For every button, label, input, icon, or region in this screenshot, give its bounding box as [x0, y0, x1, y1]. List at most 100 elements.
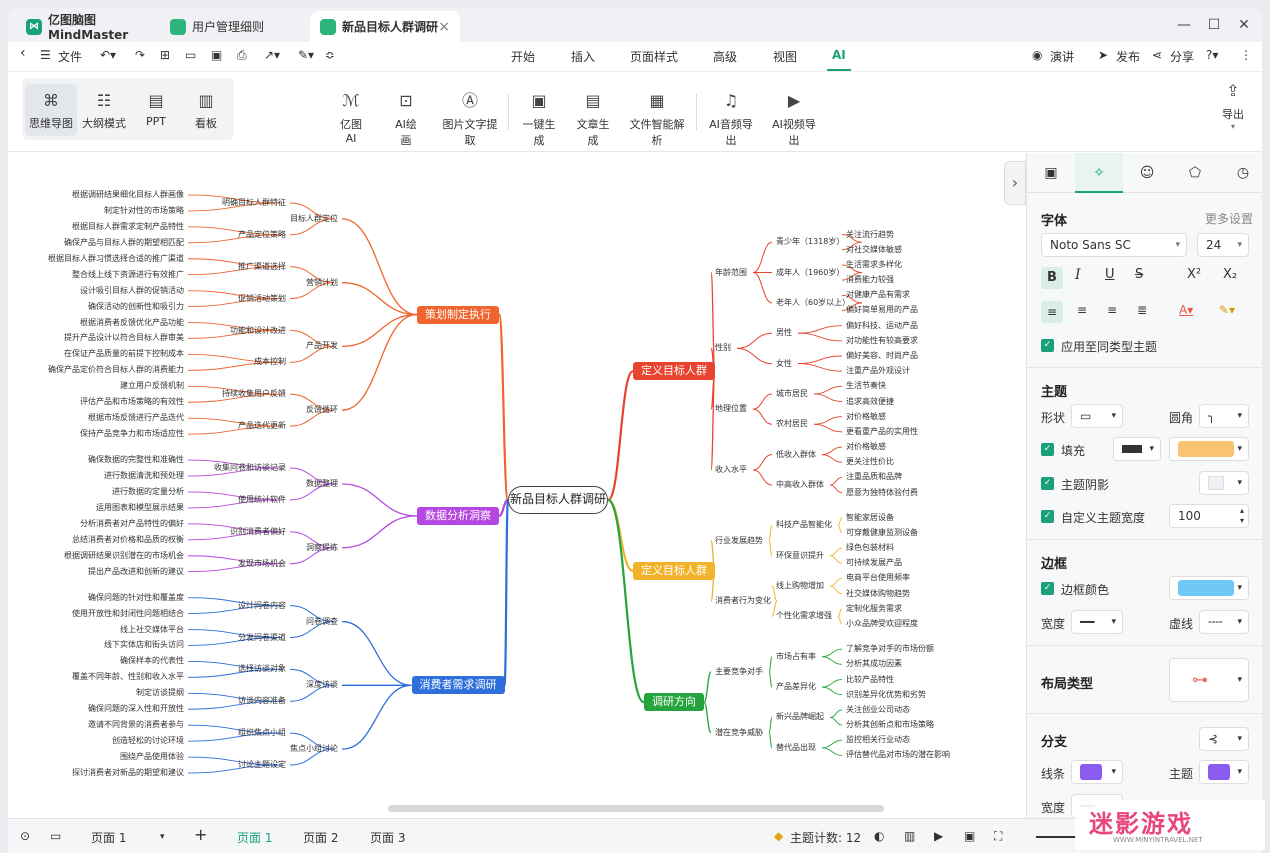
align-left-icon[interactable]: ≡	[1041, 301, 1063, 323]
leaf-topic[interactable]: 对健康产品有需求	[846, 290, 910, 300]
leaf-topic[interactable]: 设计吸引目标人群的促销活动	[80, 285, 184, 295]
leaf-topic[interactable]: 根据消费者反馈优化产品功能	[80, 317, 184, 327]
view-kanban-button[interactable]: ▥看板	[180, 84, 232, 136]
subtopic-level2[interactable]: 产品开发	[306, 341, 338, 351]
subtopic-level3[interactable]: 讨论主题设定	[238, 760, 286, 770]
subtopic-level3[interactable]: 中高收入群体	[776, 480, 824, 489]
page-selector[interactable]: 页面 1	[91, 831, 127, 845]
more-icon[interactable]: ≎	[325, 48, 336, 62]
leaf-topic[interactable]: 使用开放性和封闭性问题相结合	[72, 608, 184, 618]
leaf-topic[interactable]: 确保问题的深入性和开放性	[88, 704, 184, 714]
leaf-topic[interactable]: 对价格敏感	[846, 442, 886, 452]
panel-tab-emoji-icon[interactable]: ☺	[1139, 165, 1155, 181]
border-dash-select[interactable]: ╌╌▾	[1199, 610, 1249, 634]
subtopic-level2[interactable]: 性别	[715, 343, 731, 353]
leaf-topic[interactable]: 根据调研结果细化目标人群画像	[72, 189, 184, 199]
shadow-select[interactable]: ▾	[1199, 471, 1249, 495]
leaf-topic[interactable]: 确保产品与目标人群的期望相匹配	[64, 237, 184, 247]
leaf-topic[interactable]: 偏好简单易用的产品	[846, 305, 918, 315]
corner-select[interactable]: ╮▾	[1199, 404, 1249, 428]
subtopic-level2[interactable]: 问卷调查	[306, 616, 338, 626]
ai-video-export-button[interactable]: ▶AI视频导出	[768, 92, 820, 148]
leaf-topic[interactable]: 进行数据清洗和预处理	[104, 471, 184, 481]
subtopic-level2[interactable]: 收入水平	[715, 464, 747, 474]
subtopic-level2[interactable]: 营销计划	[306, 277, 338, 287]
leaf-topic[interactable]: 确保数据的完整性和准确性	[88, 455, 184, 465]
fill-checkbox[interactable]: ✓	[1041, 443, 1054, 456]
subtopic-level3[interactable]: 线上购物增加	[776, 581, 824, 591]
panel-collapse-button[interactable]: ›	[1004, 161, 1026, 205]
tab-user-rules[interactable]: 用户管理细则	[160, 11, 308, 42]
subtopic-level2[interactable]: 反馈循环	[306, 405, 338, 415]
subtopic-level3[interactable]: 农村居民	[776, 419, 808, 429]
page-tab-2[interactable]: 页面 2	[303, 831, 339, 845]
panel-tab-page-icon[interactable]: ▣	[1044, 165, 1058, 181]
subtopic-level3[interactable]: 收集问卷和访谈记录	[214, 463, 286, 473]
tab-page-style[interactable]: 页面样式	[630, 50, 679, 64]
page-tab-1[interactable]: 页面 1	[237, 831, 273, 845]
leaf-topic[interactable]: 生活节奏快	[846, 381, 886, 391]
new-file-icon[interactable]: ⊞	[160, 48, 171, 62]
play-icon[interactable]: ▶	[934, 829, 944, 843]
help-icon[interactable]: ?▾	[1206, 48, 1219, 62]
article-generate-button[interactable]: ▤文章生成	[572, 92, 614, 148]
subtopic-level3[interactable]: 市场占有率	[776, 651, 816, 661]
leaf-topic[interactable]: 确保产品定价符合目标人群的消费能力	[48, 365, 184, 375]
leaf-topic[interactable]: 根据市场反馈进行产品迭代	[88, 413, 184, 423]
tab-start[interactable]: 开始	[511, 50, 536, 64]
leaf-topic[interactable]: 智能家居设备	[846, 512, 894, 522]
width-stepper[interactable]: 100▴▾	[1169, 504, 1249, 528]
leaf-topic[interactable]: 围绕产品使用体验	[120, 752, 184, 762]
view-outline-button[interactable]: ☷大纲模式	[78, 84, 130, 136]
font-family-select[interactable]: Noto Sans SC▾	[1041, 233, 1187, 257]
subtopic-level3[interactable]: 个性化需求增强	[776, 611, 832, 621]
leaf-topic[interactable]: 对功能性有较高要求	[846, 335, 918, 345]
subtopic-level2[interactable]: 目标人群定位	[290, 213, 338, 223]
minimize-icon[interactable]: —	[1177, 17, 1191, 33]
leaf-topic[interactable]: 分析消费者对产品特性的偏好	[80, 518, 184, 528]
main-topic[interactable]: 定义目标人群	[633, 362, 715, 381]
leaf-topic[interactable]: 定制化服务需求	[846, 603, 902, 613]
border-width-select[interactable]: ━━▾	[1071, 610, 1123, 634]
subtopic-level3[interactable]: 设计问卷内容	[238, 600, 286, 610]
leaf-topic[interactable]: 监控相关行业动态	[846, 735, 910, 745]
superscript-icon[interactable]: X²	[1187, 267, 1202, 282]
subtopic-level3[interactable]: 组织焦点小组	[238, 728, 286, 738]
main-topic[interactable]: 数据分析洞察	[417, 506, 499, 525]
subtopic-level2[interactable]: 潜在竞争威胁	[715, 727, 763, 737]
branch-style-select[interactable]: ⊰▾	[1199, 727, 1249, 751]
leaf-topic[interactable]: 注重品质和品牌	[846, 472, 902, 482]
border-color-select[interactable]: ▾	[1169, 576, 1249, 600]
leaf-topic[interactable]: 制定针对性的市场策略	[104, 205, 184, 215]
font-color-icon[interactable]: A▾	[1179, 303, 1194, 317]
one-click-generate-button[interactable]: ▣一键生成	[518, 92, 560, 148]
subtopic-level3[interactable]: 促销活动策划	[238, 293, 286, 303]
panel-tab-theme-icon[interactable]: ⬠	[1188, 165, 1202, 181]
leaf-topic[interactable]: 偏好美容、时尚产品	[846, 351, 918, 360]
subtopic-level2[interactable]: 洞察提炼	[306, 542, 338, 552]
zoom-slider[interactable]	[1036, 836, 1076, 838]
subtopic-level3[interactable]: 替代品出现	[776, 742, 816, 752]
leaf-topic[interactable]: 识别差异化优势和劣势	[846, 689, 926, 699]
leaf-topic[interactable]: 小众品牌受欢迎程度	[846, 619, 918, 628]
chevron-down-icon[interactable]: ▾	[160, 832, 165, 842]
horizontal-scrollbar[interactable]	[388, 805, 884, 812]
leaf-topic[interactable]: 更看重产品的实用性	[846, 426, 918, 436]
panel-tab-style-icon[interactable]: ✧	[1093, 165, 1105, 181]
share-button[interactable]: 分享	[1170, 50, 1195, 64]
subtopic-level3[interactable]: 使用统计软件	[238, 494, 286, 504]
leaf-topic[interactable]: 根据目标人群需求定制产品特性	[72, 221, 184, 231]
tab-insert[interactable]: 插入	[571, 50, 596, 64]
subtopic-level3[interactable]: 成年人（1960岁）	[776, 267, 845, 277]
save-icon[interactable]: ▣	[211, 48, 223, 62]
leaf-topic[interactable]: 整合线上线下资源进行有效推广	[72, 269, 184, 279]
subtopic-level3[interactable]: 产品迭代更新	[238, 421, 286, 431]
subtopic-level3[interactable]: 产品定位策略	[238, 229, 286, 239]
view-ppt-button[interactable]: ▤PPT	[130, 84, 182, 136]
align-center-icon[interactable]: ≡	[1077, 303, 1088, 317]
export-icon[interactable]: ↗▾	[264, 48, 281, 62]
file-parse-button[interactable]: ▦文件智能解析	[626, 92, 688, 148]
subtopic-level3[interactable]: 女性	[776, 358, 792, 368]
leaf-topic[interactable]: 邀请不同背景的消费者参与	[88, 720, 184, 730]
